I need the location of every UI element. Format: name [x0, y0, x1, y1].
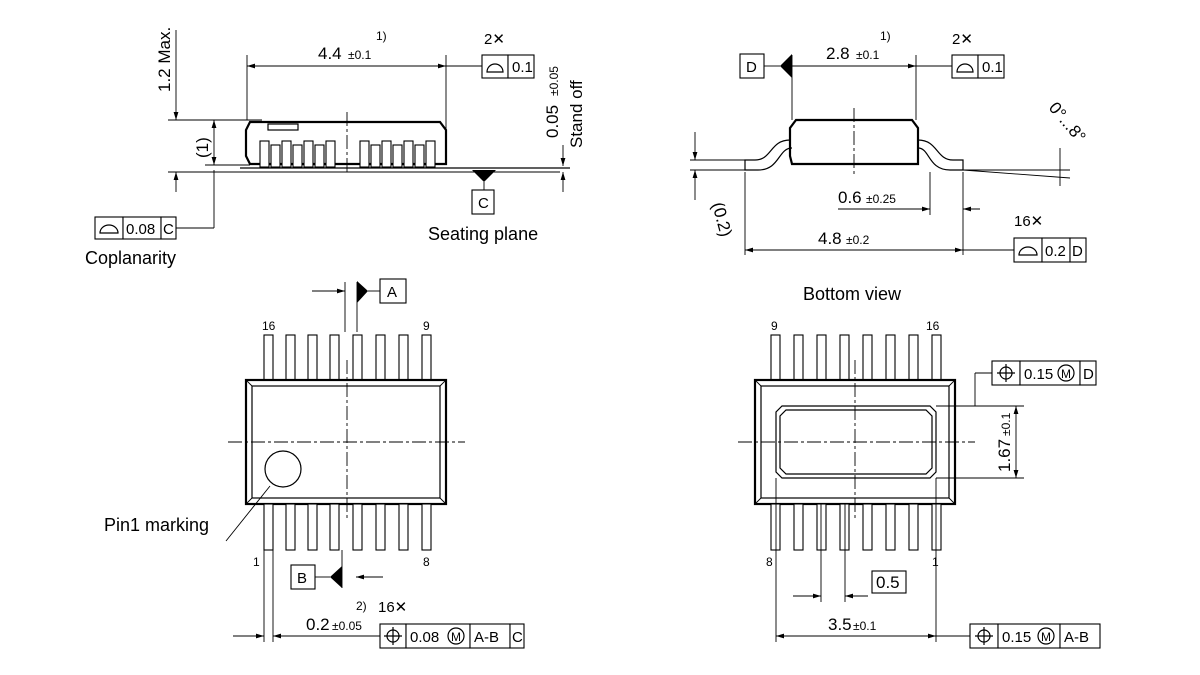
standoff-label: Stand off [567, 80, 586, 148]
pad-width-tol: ±0.1 [853, 619, 877, 633]
pad-tol-datum: D [1083, 366, 1094, 383]
standoff-dimension: 0.05 [543, 105, 562, 138]
datum-c: C [478, 195, 489, 212]
position-modifier: M [451, 630, 461, 644]
overall-tol: ±0.2 [846, 233, 870, 247]
lead-width-note: 2) [356, 599, 367, 613]
width-dimension: 2.8 [826, 44, 850, 63]
position-value: 0.08 [410, 629, 439, 646]
datum-b: B [297, 570, 307, 587]
datum-d: D [746, 59, 757, 76]
pin1-marking-label: Pin1 marking [104, 515, 209, 535]
pos-value: 0.15 [1002, 629, 1031, 646]
pad-width: 3.5 [828, 615, 852, 634]
position-datums: A-B [474, 629, 499, 646]
coplanarity-label: Coplanarity [85, 248, 176, 268]
position-icon [975, 627, 993, 645]
position-datum2: C [512, 629, 523, 646]
flatness-value: 0.1 [512, 59, 533, 76]
datum-a: A [387, 284, 397, 301]
lead-width-tol: ±0.05 [332, 619, 362, 633]
pin-16-label: 16 [262, 319, 276, 333]
pin-8-label: 8 [766, 555, 773, 569]
pad-height-tol: ±0.1 [999, 412, 1013, 436]
side-view-right: D 2.8 ±0.1 1) 2✕ 0.1 0°...8° (0.2) [690, 29, 1090, 263]
standoff-tolerance: ±0.05 [547, 66, 561, 96]
lead-width-count: 16✕ [378, 599, 407, 616]
pos-datums: A-B [1064, 629, 1089, 646]
width-note: 1) [376, 29, 387, 43]
flatness-icon [956, 63, 974, 73]
position-icon [997, 364, 1015, 382]
pin-1-label: 1 [932, 555, 939, 569]
pad-tol-modifier: M [1061, 367, 1071, 381]
pin-9-label: 9 [423, 319, 430, 333]
position-icon [384, 627, 402, 645]
height-max: 1.2 Max. [155, 27, 174, 92]
lead-width: 0.2 [306, 615, 330, 634]
pin-8-label: 8 [423, 555, 430, 569]
pin-1-label: 1 [253, 555, 260, 569]
top-view: A 16 9 1 8 Pin [104, 278, 525, 649]
pad-tol-value: 0.15 [1024, 366, 1053, 383]
mmc-icon [1057, 364, 1075, 382]
width-tolerance: ±0.1 [856, 48, 880, 62]
coplanarity-datum: C [163, 221, 174, 238]
seating-plane-label: Seating plane [428, 224, 538, 244]
profile-count: 16✕ [1014, 213, 1043, 230]
flatness-icon [486, 63, 504, 73]
profile-icon [99, 224, 119, 234]
flatness-count: 2✕ [952, 31, 973, 48]
pin-16-label: 16 [926, 319, 940, 333]
pin-9-label: 9 [771, 319, 778, 333]
flatness-count: 2✕ [484, 31, 505, 48]
side-view-left: 4.4 ±0.1 1) 1.2 Max. (1) [85, 27, 586, 268]
body-height: (1) [193, 137, 212, 158]
coplanarity-value: 0.08 [126, 221, 155, 238]
bottom-view: Bottom view 9 16 8 1 [738, 284, 1101, 649]
mmc-icon [447, 627, 465, 645]
pin1-marking-dot [264, 450, 302, 488]
lead-thickness: (0.2) [708, 200, 735, 239]
width-note: 1) [880, 29, 891, 43]
overall-width: 4.8 [818, 229, 842, 248]
angle-dimension: 0°...8° [1045, 98, 1090, 146]
width-dimension: 4.4 [318, 44, 342, 63]
flatness-value: 0.1 [982, 59, 1003, 76]
profile-datum: D [1072, 243, 1083, 260]
pad-height: 1.67 [995, 439, 1014, 472]
mmc-icon [1037, 627, 1055, 645]
width-tolerance: ±0.1 [348, 48, 372, 62]
bottom-view-title: Bottom view [803, 284, 902, 304]
pos-modifier: M [1041, 630, 1051, 644]
lead-length-tol: ±0.25 [866, 192, 896, 206]
profile-icon [1018, 246, 1038, 256]
profile-value: 0.2 [1045, 243, 1066, 260]
pitch: 0.5 [876, 573, 900, 592]
lead-length: 0.6 [838, 188, 862, 207]
